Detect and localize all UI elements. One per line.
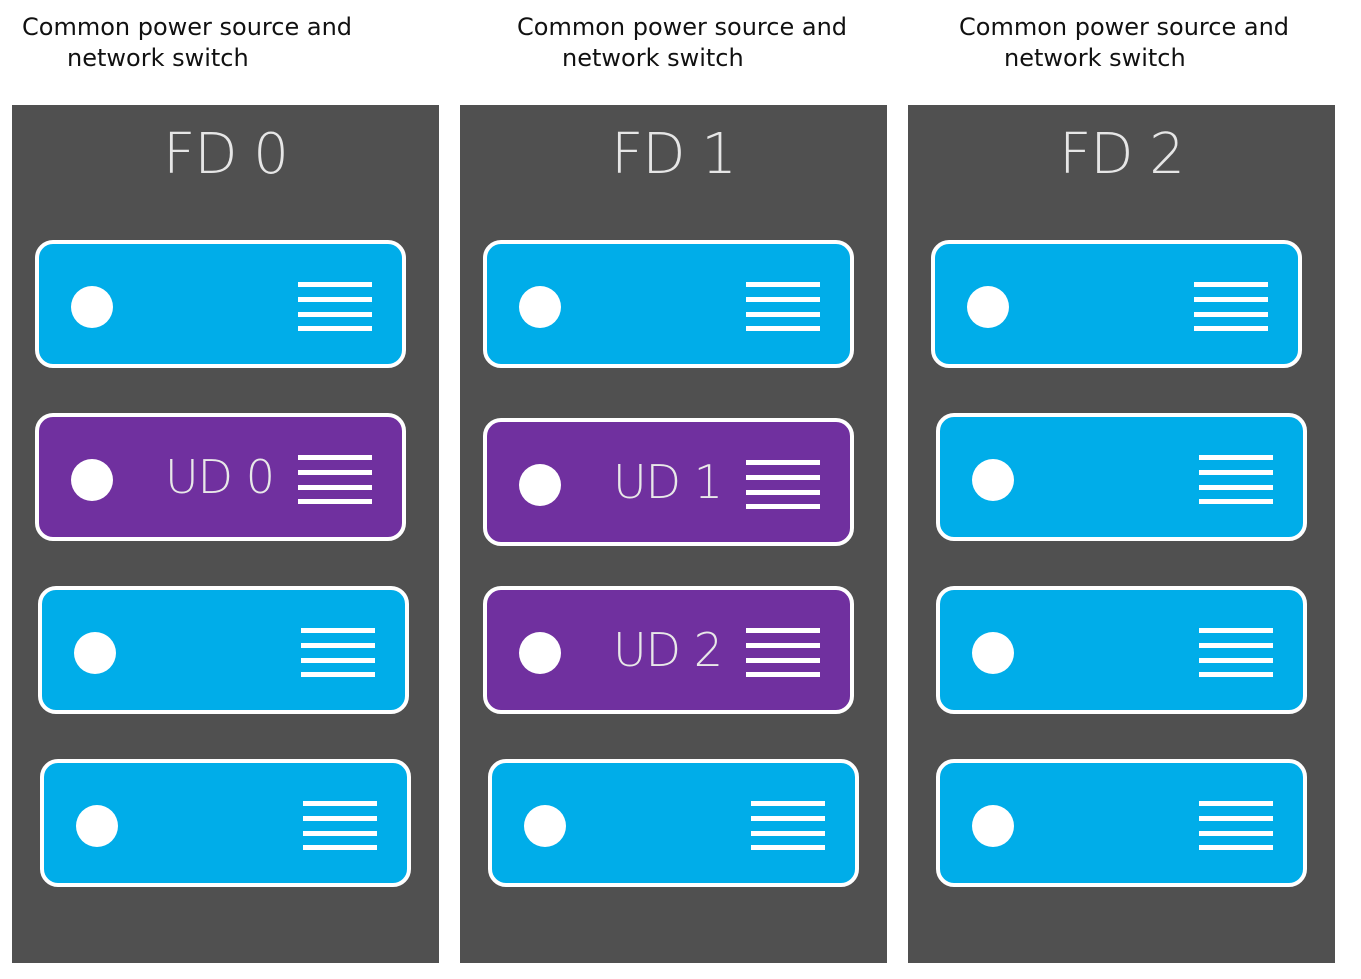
- status-light-icon: [519, 632, 561, 674]
- fd1-server-1: [483, 240, 854, 368]
- vent-lines-icon: [298, 282, 372, 332]
- vent-lines-icon: [1194, 282, 1268, 332]
- fd0-server-1: [35, 240, 406, 368]
- fd2-server-2: [936, 413, 1307, 541]
- fd2-title: FD 2: [1059, 122, 1185, 187]
- vent-lines-icon: [301, 628, 375, 678]
- fd1-caption: Common power source and network switch: [517, 12, 877, 74]
- caption-line: Common power source and: [959, 13, 1290, 41]
- status-light-icon: [71, 459, 113, 501]
- caption-line: Common power source and: [517, 13, 848, 41]
- caption-line: network switch: [1004, 44, 1186, 72]
- fd1-server-4: [488, 759, 859, 887]
- status-light-icon: [524, 805, 566, 847]
- status-light-icon: [519, 286, 561, 328]
- vent-lines-icon: [298, 455, 372, 505]
- status-light-icon: [74, 632, 116, 674]
- fd1-title: FD 1: [611, 122, 737, 187]
- fd1-server-3: UD 2: [483, 586, 854, 714]
- upgrade-domain-label: UD 0: [165, 450, 275, 504]
- fd0-caption: Common power source and network switch: [22, 12, 382, 74]
- upgrade-domain-label: UD 2: [613, 623, 723, 677]
- upgrade-domain-label: UD 1: [613, 455, 723, 509]
- vent-lines-icon: [746, 282, 820, 332]
- vent-lines-icon: [1199, 801, 1273, 851]
- vent-lines-icon: [1199, 628, 1273, 678]
- fd1-server-2: UD 1: [483, 418, 854, 546]
- status-light-icon: [76, 805, 118, 847]
- fd2-server-4: [936, 759, 1307, 887]
- status-light-icon: [967, 286, 1009, 328]
- fd0-server-3: [38, 586, 409, 714]
- vent-lines-icon: [746, 460, 820, 510]
- vent-lines-icon: [746, 628, 820, 678]
- status-light-icon: [71, 286, 113, 328]
- status-light-icon: [972, 632, 1014, 674]
- fd2-server-3: [936, 586, 1307, 714]
- caption-line: Common power source and: [22, 13, 353, 41]
- caption-line: network switch: [67, 44, 249, 72]
- fd2-server-1: [931, 240, 1302, 368]
- fd0-title: FD 0: [163, 122, 289, 187]
- vent-lines-icon: [303, 801, 377, 851]
- status-light-icon: [972, 459, 1014, 501]
- status-light-icon: [519, 464, 561, 506]
- status-light-icon: [972, 805, 1014, 847]
- vent-lines-icon: [751, 801, 825, 851]
- caption-line: network switch: [562, 44, 744, 72]
- fd0-server-4: [40, 759, 411, 887]
- vent-lines-icon: [1199, 455, 1273, 505]
- fd0-server-2: UD 0: [35, 413, 406, 541]
- fd2-caption: Common power source and network switch: [959, 12, 1319, 74]
